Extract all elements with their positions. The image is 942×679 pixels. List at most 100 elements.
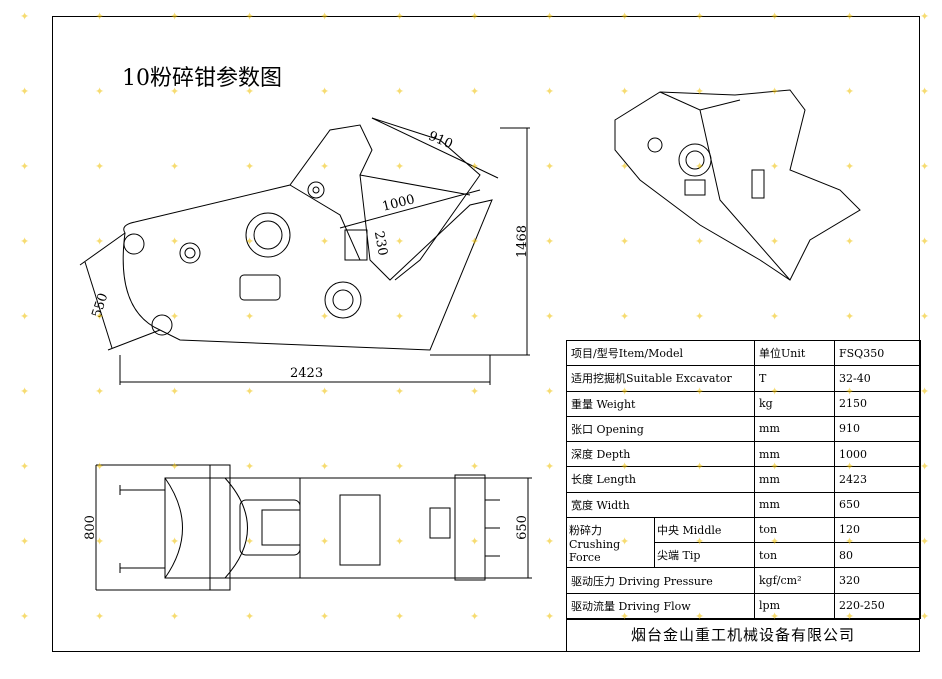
watermark-icon: ✦ [95,10,105,23]
watermark-icon: ✦ [620,85,630,98]
watermark-icon: ✦ [395,235,405,248]
row-value: 2150 [834,390,922,417]
table-row: 驱动流量 Driving Flow lpm 220-250 [565,592,922,620]
watermark-icon: ✦ [620,385,630,398]
watermark-icon: ✦ [470,235,480,248]
watermark-icon: ✦ [770,310,780,323]
watermark-icon: ✦ [620,535,630,548]
side-view [79,117,530,385]
table-row: 重量 Weight kg 2150 [565,390,922,417]
watermark-icon: ✦ [470,610,480,623]
watermark-icon: ✦ [95,535,105,548]
watermark-icon: ✦ [770,160,780,173]
watermark-icon: ✦ [770,535,780,548]
watermark-icon: ✦ [920,535,930,548]
row-unit: kg [754,390,836,417]
watermark-icon: ✦ [845,310,855,323]
row-value: 2423 [834,466,922,493]
spec-table: 项目/型号Item/Model 单位Unit FSQ350 适用挖掘机Suita… [565,339,922,620]
watermark-icon: ✦ [95,160,105,173]
isometric-view [614,89,861,281]
watermark-icon: ✦ [545,610,555,623]
watermark-icon: ✦ [320,235,330,248]
watermark-icon: ✦ [95,310,105,323]
row-unit: mm [754,466,836,493]
watermark-icon: ✦ [620,460,630,473]
header-item: 项目/型号Item/Model [565,339,756,367]
company-name: 烟台金山重工机械设备有限公司 [566,619,920,652]
watermark-icon: ✦ [695,535,705,548]
table-header-row: 项目/型号Item/Model 单位Unit FSQ350 [565,339,922,367]
watermark-icon: ✦ [320,85,330,98]
watermark-icon: ✦ [770,610,780,623]
watermark-icon: ✦ [920,10,930,23]
row-item: 中央 Middle [653,516,756,544]
watermark-icon: ✦ [395,85,405,98]
watermark-icon: ✦ [545,535,555,548]
crushing-force-label: 粉碎力 Crushing Force [566,516,655,569]
row-value: 80 [834,542,922,569]
watermark-icon: ✦ [20,310,30,323]
row-item: 宽度 Width [565,491,756,518]
watermark-icon: ✦ [245,535,255,548]
watermark-icon: ✦ [320,310,330,323]
watermark-icon: ✦ [920,460,930,473]
watermark-icon: ✦ [845,535,855,548]
watermark-icon: ✦ [395,10,405,23]
watermark-icon: ✦ [845,610,855,623]
table-row: 宽度 Width mm 650 [565,491,922,518]
watermark-icon: ✦ [695,235,705,248]
dim-bottom-right: 650 [514,515,530,540]
row-item: 尖端 Tip [653,542,756,569]
watermark-icon: ✦ [170,535,180,548]
watermark-icon: ✦ [470,85,480,98]
watermark-icon: ✦ [695,460,705,473]
watermark-icon: ✦ [920,385,930,398]
watermark-icon: ✦ [545,85,555,98]
watermark-icon: ✦ [695,10,705,23]
watermark-icon: ✦ [320,10,330,23]
header-unit: 单位Unit [754,339,836,367]
header-value: FSQ350 [834,339,922,367]
watermark-icon: ✦ [170,10,180,23]
watermark-icon: ✦ [545,460,555,473]
dim-height: 1468 [515,224,531,259]
watermark-icon: ✦ [395,610,405,623]
watermark-icon: ✦ [320,160,330,173]
watermark-icon: ✦ [170,85,180,98]
watermark-icon: ✦ [20,160,30,173]
watermark-icon: ✦ [20,85,30,98]
watermark-icon: ✦ [95,235,105,248]
row-item: 重量 Weight [565,390,756,417]
table-row: 适用挖掘机Suitable Excavator T 32-40 [565,365,922,392]
table-row: 长度 Length mm 2423 [565,466,922,493]
table-row: 张口 Opening mm 910 [565,415,922,443]
watermark-icon: ✦ [470,385,480,398]
watermark-icon: ✦ [770,385,780,398]
row-unit: mm [754,415,836,443]
watermark-icon: ✦ [20,535,30,548]
watermark-icon: ✦ [620,235,630,248]
table-row: 深度 Depth mm 1000 [565,441,922,468]
row-value: 910 [834,415,922,443]
row-unit: mm [754,491,836,518]
row-unit: lpm [754,592,836,620]
watermark-icon: ✦ [545,10,555,23]
watermark-icon: ✦ [395,460,405,473]
watermark-icon: ✦ [320,610,330,623]
watermark-icon: ✦ [245,385,255,398]
watermark-icon: ✦ [245,460,255,473]
watermark-icon: ✦ [620,310,630,323]
row-value: 320 [834,567,922,594]
watermark-icon: ✦ [470,460,480,473]
row-item: 长度 Length [565,466,756,493]
watermark-icon: ✦ [545,385,555,398]
watermark-icon: ✦ [20,610,30,623]
watermark-icon: ✦ [395,385,405,398]
watermark-icon: ✦ [920,235,930,248]
row-value: 220-250 [834,592,922,620]
row-unit: kgf/cm² [754,567,836,594]
drawing-frame [52,16,920,652]
watermark-icon: ✦ [845,160,855,173]
page-title: 10粉碎钳参数图 [122,66,282,91]
